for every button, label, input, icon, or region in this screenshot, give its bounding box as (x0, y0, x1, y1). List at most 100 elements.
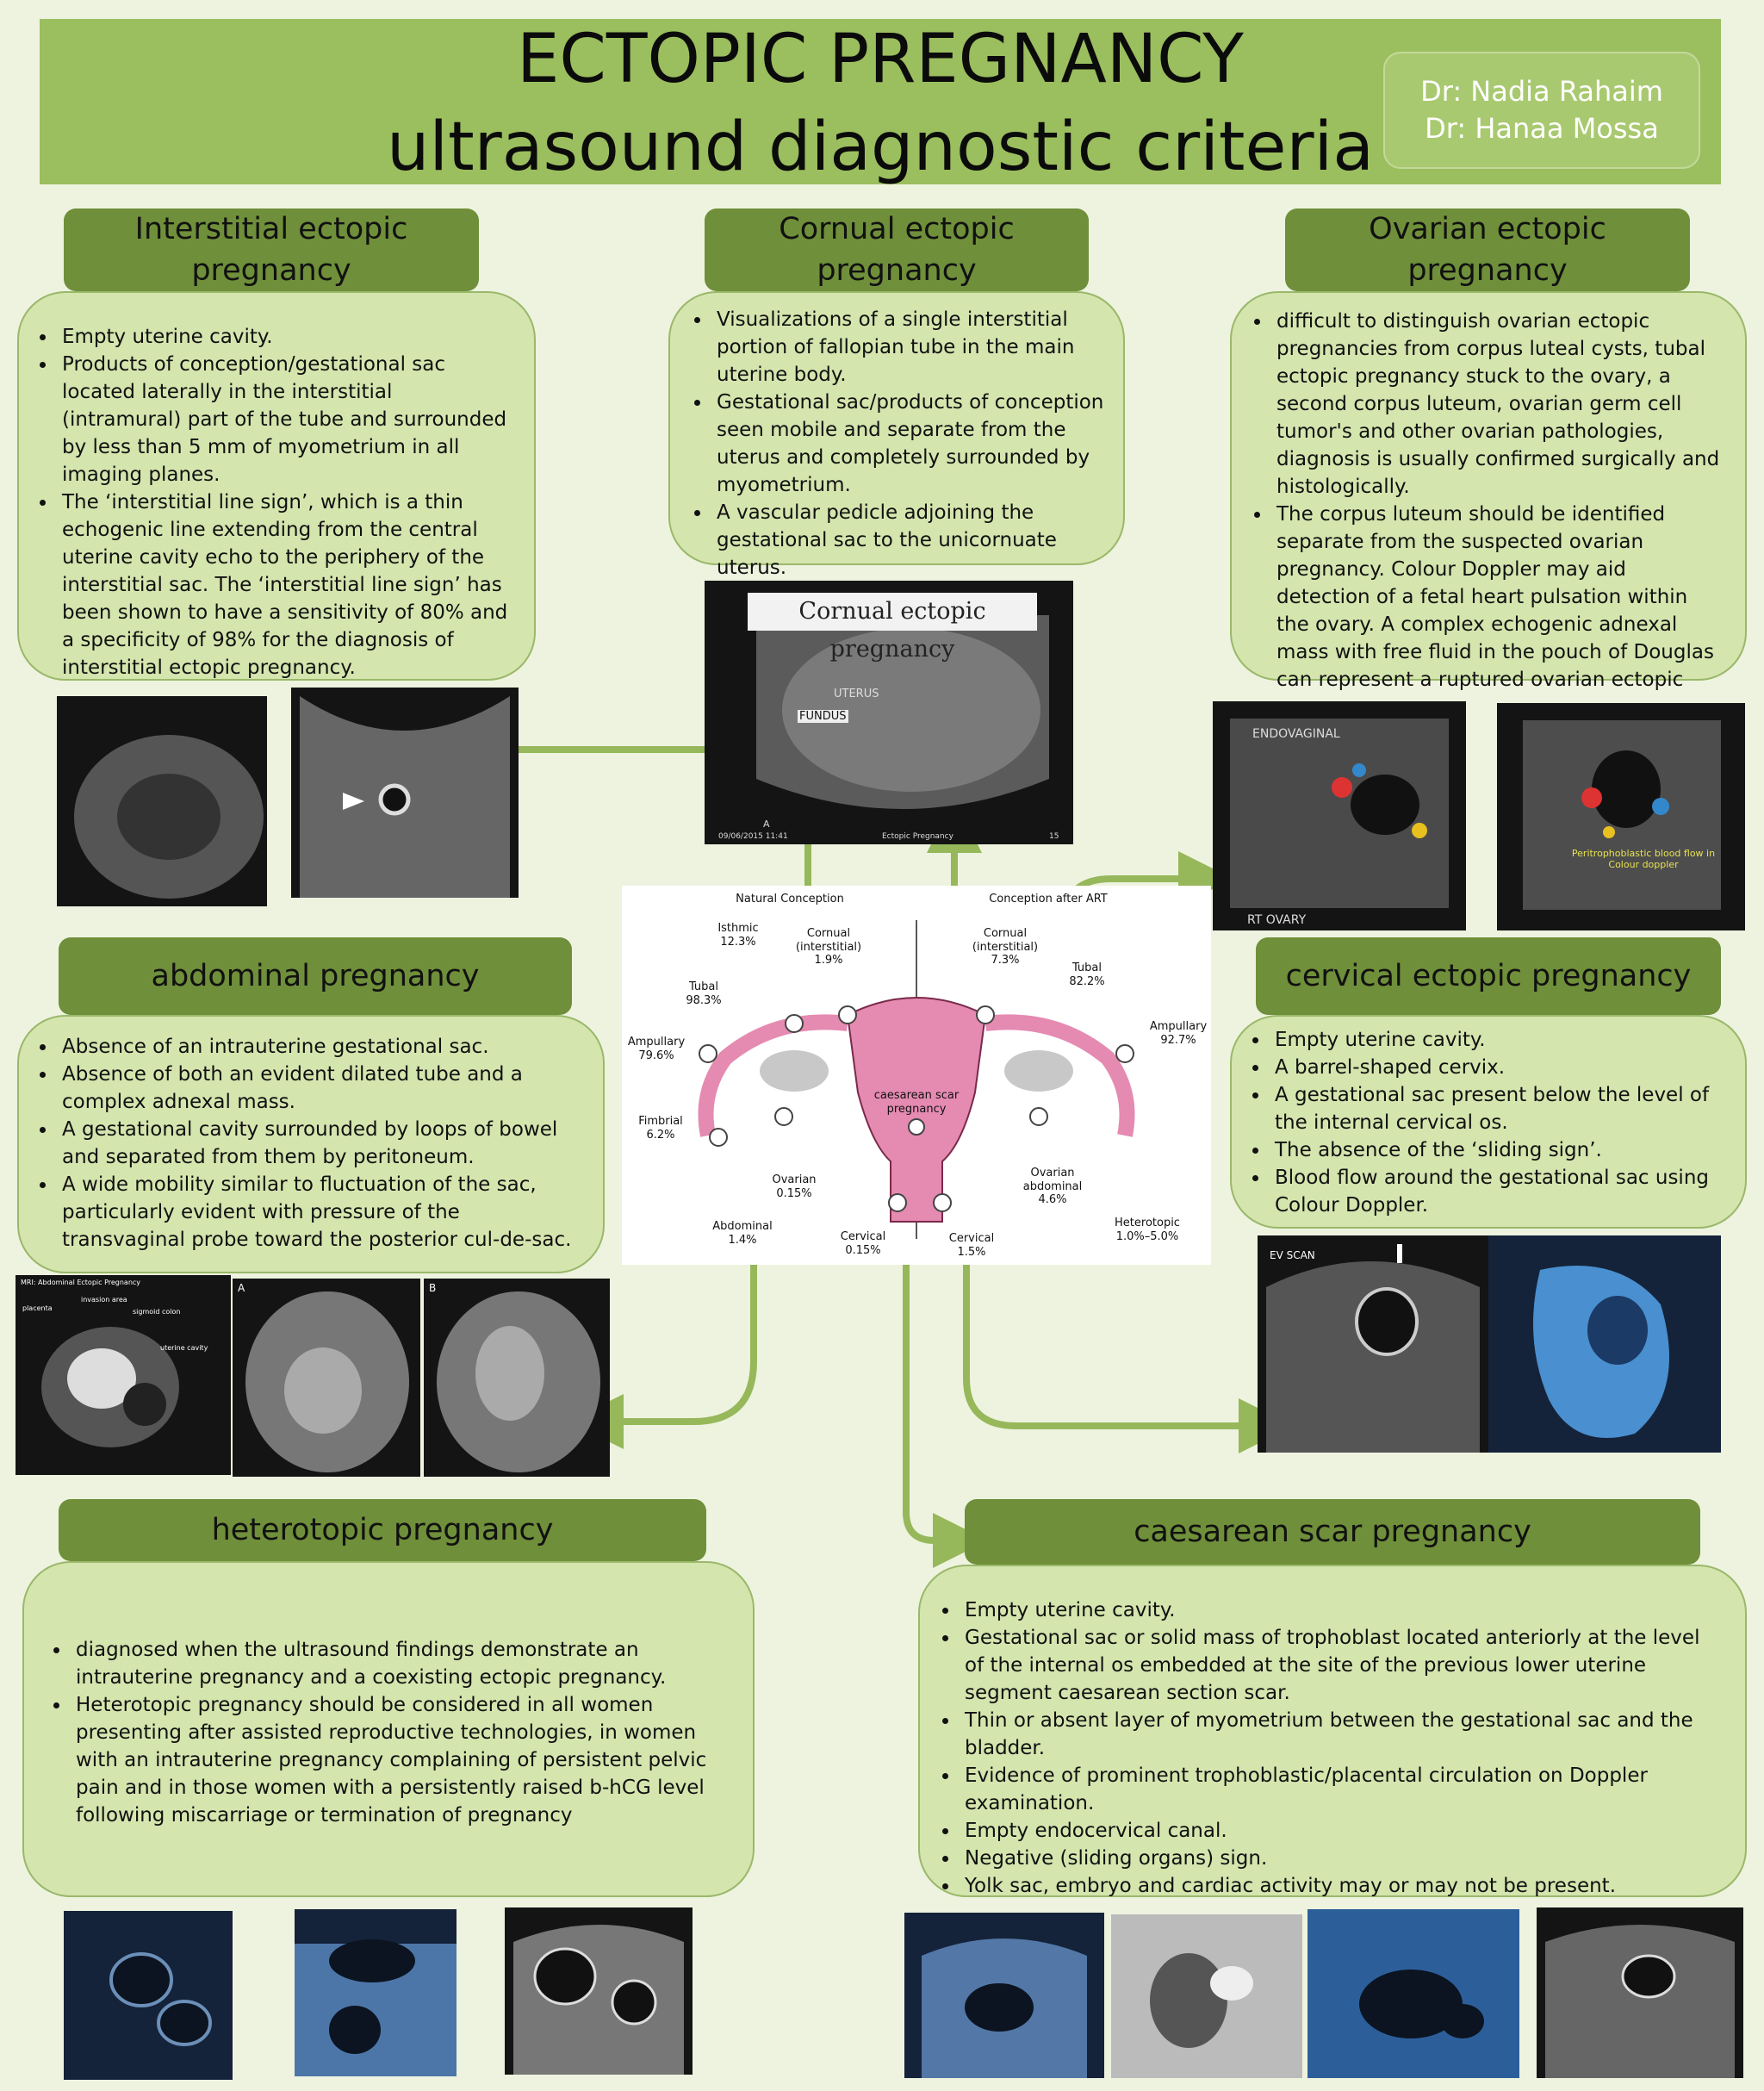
diagram-cornual-right: Cornual (interstitial) 7.3% (972, 927, 1039, 968)
diagram-cornual-left: Cornual (interstitial) 1.9% (795, 927, 862, 968)
abdominal-ct-image-b: B (424, 1279, 610, 1477)
diagram-natural-label: Natural Conception (736, 893, 844, 905)
heterotopic-bullet-1: diagnosed when the ultrasound findings d… (71, 1637, 732, 1692)
cornual-footer-number: 15 (1049, 832, 1059, 841)
caesarean-mri-1 (1111, 1914, 1302, 2078)
cornual-image-title: Cornual ectopic pregnancy (748, 593, 1037, 663)
interstitial-header: Interstitial ectopic pregnancy (64, 208, 479, 291)
caesarean-bullet-2: Gestational sac or solid mass of trophob… (960, 1625, 1724, 1708)
abdominal-mri-image: MRI: Abdominal Ectopic Pregnancy placent… (16, 1275, 231, 1475)
interstitial-ultrasound-1 (57, 696, 267, 906)
diagram-fimbrial: Fimbrial 6.2% (638, 1115, 683, 1142)
mri-sigmoid-label: sigmoid colon (133, 1308, 181, 1316)
ovarian-doppler-image-1: ENDOVAGINAL RT OVARY (1213, 701, 1466, 930)
diagram-art-label: Conception after ART (989, 893, 1108, 905)
caesarean-bullet-3: Thin or absent layer of myometrium betwe… (960, 1708, 1724, 1763)
caesarean-mri-2 (1307, 1909, 1519, 2078)
caesarean-ultrasound-2 (1537, 1907, 1743, 2078)
mri-title-label: MRI: Abdominal Ectopic Pregnancy (21, 1279, 141, 1286)
ovary-endovaginal-label: ENDOVAGINAL (1252, 727, 1340, 741)
ectopic-locations-diagram: Natural Conception Conception after ART … (622, 886, 1211, 1265)
ct-b-label: B (429, 1282, 437, 1294)
uterus-illustration (698, 920, 1135, 1239)
cornual-header: Cornual ectopic pregnancy (705, 208, 1089, 291)
ovarian-bullet-1: difficult to distinguish ovarian ectopic… (1271, 308, 1724, 501)
abdominal-ct-image-a: A (233, 1279, 420, 1477)
caesarean-ultrasound-1 (904, 1913, 1104, 2078)
caesarean-bullet-1: Empty uterine cavity. (960, 1597, 1724, 1625)
diagram-tubal-left: Tubal 98.3% (686, 980, 722, 1007)
cervical-bullet-5: Blood flow around the gestational sac us… (1270, 1165, 1724, 1220)
caesarean-bullet-5: Empty endocervical canal. (960, 1818, 1724, 1845)
diagram-abdominal: Abdominal 1.4% (712, 1220, 773, 1247)
diagram-heterotopic: Heterotopic 1.0%–5.0% (1115, 1217, 1180, 1243)
author-1: Dr: Nadia Rahaim (1420, 74, 1663, 108)
interstitial-bullet-3: The ‘interstitial line sign’, which is a… (57, 489, 513, 682)
cervical-content: Empty uterine cavity. A barrel-shaped ce… (1230, 1015, 1747, 1229)
caesarean-header: caesarean scar pregnancy (965, 1499, 1700, 1565)
diagram-ovarian: Ovarian 0.15% (772, 1173, 817, 1200)
heterotopic-header: heterotopic pregnancy (59, 1499, 706, 1561)
interstitial-ultrasound-2 (291, 688, 519, 898)
ovarian-content: difficult to distinguish ovarian ectopic… (1230, 291, 1747, 719)
authors-box: Dr: Nadia Rahaim Dr: Hanaa Mossa (1383, 52, 1700, 169)
cornual-ultrasound-image: Cornual ectopic pregnancy UTERUS FUNDUS … (705, 581, 1073, 844)
cervical-bullet-3: A gestational sac present below the leve… (1270, 1082, 1724, 1137)
mri-invasion-label: invasion area (81, 1296, 127, 1304)
abdominal-bullet-4: A wide mobility similar to fluctuation o… (57, 1172, 582, 1254)
ovarian-header: Ovarian ectopic pregnancy (1285, 208, 1690, 291)
mri-uterine-label: uterine cavity (160, 1344, 208, 1352)
abdominal-bullet-3: A gestational cavity surrounded by loops… (57, 1117, 582, 1172)
arrow-to-caesarean (903, 1112, 988, 1568)
interstitial-bullet-2: Products of conception/gestational sac l… (57, 352, 513, 489)
heterotopic-content: diagnosed when the ultrasound findings d… (22, 1561, 755, 1897)
abdominal-header: abdominal pregnancy (59, 937, 572, 1015)
cervical-ultrasound-image: EV SCAN (1258, 1235, 1488, 1453)
arrow-to-cervical (963, 1151, 1294, 1453)
abdominal-bullet-2: Absence of both an evident dilated tube … (57, 1061, 582, 1117)
heterotopic-ultrasound-3 (505, 1907, 693, 2075)
poster-title: ECTOPIC PREGNANCY (517, 21, 1244, 98)
cervical-ev-label: EV SCAN (1270, 1249, 1315, 1261)
ct-a-label: A (238, 1282, 245, 1294)
cervical-header: cervical ectopic pregnancy (1256, 937, 1721, 1015)
arrow-to-abdominal (568, 1250, 757, 1449)
cornual-bullet-3: A vascular pedicle adjoining the gestati… (711, 500, 1106, 582)
cervical-bullet-2: A barrel-shaped cervix. (1270, 1055, 1724, 1082)
diagram-ovarian-abdominal: Ovarian abdominal 4.6% (1022, 1167, 1083, 1207)
diagram-tubal-right: Tubal 82.2% (1069, 961, 1105, 988)
caesarean-bullet-6: Negative (sliding organs) sign. (960, 1845, 1724, 1873)
interstitial-bullet-1: Empty uterine cavity. (57, 324, 513, 352)
poster-subtitle: ultrasound diagnostic criteria (386, 109, 1375, 186)
caesarean-content: Empty uterine cavity. Gestational sac or… (918, 1565, 1747, 1897)
cervical-illustration (1488, 1235, 1721, 1453)
ovary-doppler-label: Peritrophoblastic blood flow in Colour d… (1571, 848, 1716, 870)
heterotopic-bullet-2: Heterotopic pregnancy should be consider… (71, 1692, 732, 1830)
author-2: Dr: Hanaa Mossa (1425, 112, 1659, 145)
diagram-cervical-right: Cervical 1.5% (948, 1232, 995, 1259)
cornual-content: Visualizations of a single interstitial … (668, 291, 1125, 579)
diagram-scar-label: caesarean scar pregnancy (873, 1089, 960, 1116)
caesarean-bullet-7: Yolk sac, embryo and cardiac activity ma… (960, 1873, 1724, 1901)
cornual-uterus-label: UTERUS (834, 688, 879, 700)
cornual-bullet-2: Gestational sac/products of conception s… (711, 389, 1106, 500)
abdominal-bullet-1: Absence of an intrauterine gestational s… (57, 1034, 582, 1061)
diagram-ampullary-right: Ampullary 92.7% (1149, 1020, 1208, 1047)
cornual-bullet-1: Visualizations of a single interstitial … (711, 307, 1106, 389)
cornual-fundus-label: FUNDUS (798, 710, 848, 723)
ovary-rt-label: RT OVARY (1247, 913, 1307, 927)
diagram-ampullary-left: Ampullary 79.6% (627, 1036, 686, 1062)
cornual-footer-caption: Ectopic Pregnancy (882, 832, 953, 841)
ovarian-doppler-image-2: Peritrophoblastic blood flow in Colour d… (1497, 703, 1745, 930)
heterotopic-ultrasound-2 (295, 1909, 457, 2076)
cornual-corner-letter: A (763, 818, 770, 830)
mri-placenta-label: placenta (22, 1304, 53, 1312)
ovarian-bullet-2: The corpus luteum should be identified s… (1271, 501, 1724, 722)
caesarean-bullet-4: Evidence of prominent trophoblastic/plac… (960, 1763, 1724, 1818)
diagram-cervical-left: Cervical 0.15% (840, 1230, 886, 1257)
cervical-bullet-4: The absence of the ‘sliding sign’. (1270, 1137, 1724, 1165)
abdominal-content: Absence of an intrauterine gestational s… (17, 1015, 605, 1273)
heterotopic-ultrasound-1 (64, 1911, 233, 2080)
cervical-bullet-1: Empty uterine cavity. (1270, 1027, 1724, 1055)
diagram-isthmic: Isthmic 12.3% (717, 922, 759, 949)
